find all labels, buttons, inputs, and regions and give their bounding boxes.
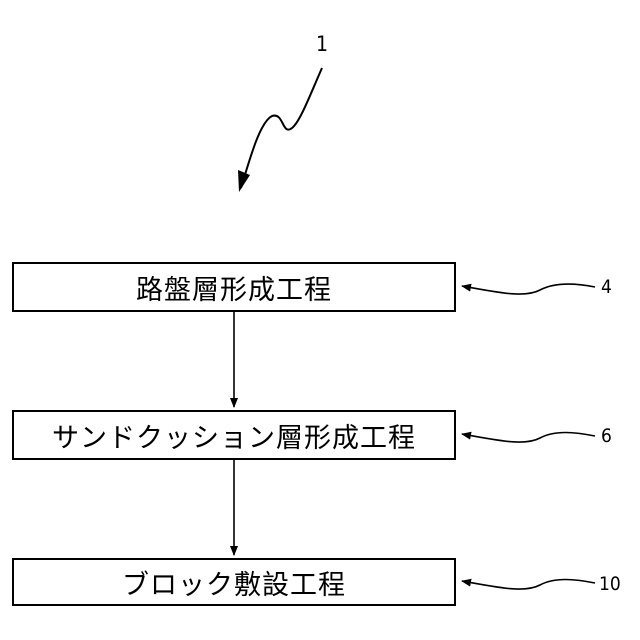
step-box-block-laying: ブロック敷設工程 <box>12 558 456 606</box>
figure-number: 1 <box>316 32 328 56</box>
step-label-sand-cushion: サンドクッション層形成工程 <box>52 416 416 455</box>
step-label-roadbed: 路盤層形成工程 <box>136 268 332 307</box>
ref-number-6: 6 <box>601 425 612 447</box>
step-box-sand-cushion: サンドクッション層形成工程 <box>12 410 456 460</box>
step-label-block-laying: ブロック敷設工程 <box>122 563 346 602</box>
ref-leader-10 <box>462 580 595 590</box>
figure-leader-arrow <box>241 68 322 188</box>
ref-number-10: 10 <box>599 573 621 595</box>
ref-number-4: 4 <box>601 276 612 298</box>
ref-leader-6 <box>462 433 595 443</box>
step-box-roadbed: 路盤層形成工程 <box>12 262 456 312</box>
figure-leader-arrowhead <box>238 170 250 192</box>
ref-leader-4 <box>462 284 595 294</box>
